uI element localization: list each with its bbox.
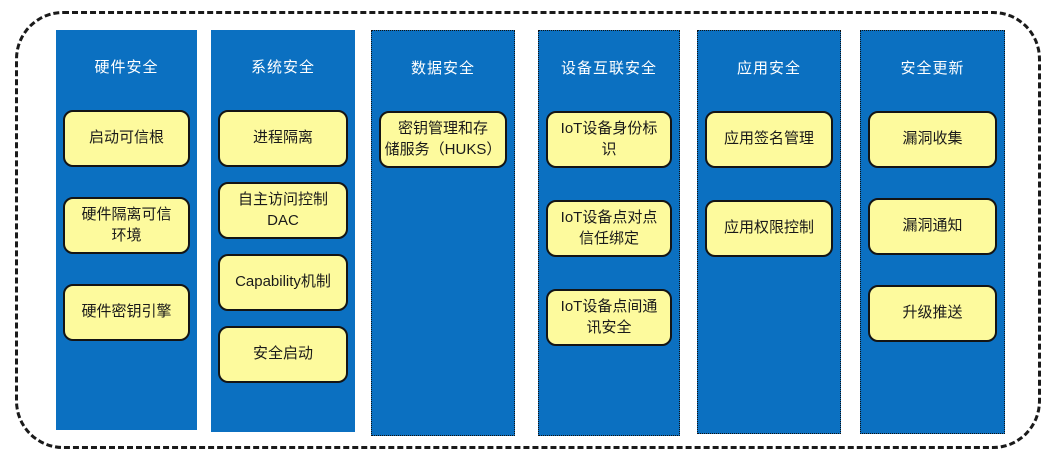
item-box: 自主访问控制 DAC (218, 182, 348, 239)
item-box: 漏洞通知 (868, 198, 997, 255)
item-box: 启动可信根 (63, 110, 190, 167)
item-box: 进程隔离 (218, 110, 348, 167)
outer-dashed-frame (15, 11, 1041, 449)
column-title-hardware-security: 硬件安全 (94, 59, 159, 76)
column-title-application-security: 应用安全 (736, 60, 801, 77)
items-group-application-security: 应用签名管理应用权限控制 (698, 111, 840, 257)
item-box: Capability机制 (218, 254, 348, 311)
item-box: 应用权限控制 (705, 200, 833, 257)
item-box: 升级推送 (868, 285, 997, 342)
column-title-data-security: 数据安全 (410, 60, 475, 77)
column-hardware-security: 硬件安全启动可信根硬件隔离可信 环境硬件密钥引擎 (56, 30, 197, 430)
column-application-security: 应用安全应用签名管理应用权限控制 (697, 30, 841, 434)
items-group-data-security: 密钥管理和存 储服务（HUKS） (372, 111, 514, 168)
column-system-security: 系统安全进程隔离自主访问控制 DAC Capability机制安全启动 (211, 30, 355, 432)
items-group-device-interconnect-security: IoT设备身份标 识 IoT设备点对点 信任绑定 IoT设备点间通 讯安全 (539, 111, 679, 346)
item-box: 安全启动 (218, 326, 348, 383)
column-title-device-interconnect-security: 设备互联安全 (560, 60, 657, 77)
column-data-security: 数据安全密钥管理和存 储服务（HUKS） (371, 30, 515, 436)
item-box: 应用签名管理 (705, 111, 833, 168)
item-box: IoT设备身份标 识 (546, 111, 672, 168)
item-box: 硬件密钥引擎 (63, 284, 190, 341)
item-box: 密钥管理和存 储服务（HUKS） (379, 111, 507, 168)
column-device-interconnect-security: 设备互联安全 IoT设备身份标 识 IoT设备点对点 信任绑定 IoT设备点间通 讯安… (538, 30, 680, 436)
column-title-security-update: 安全更新 (900, 60, 965, 77)
item-box: 漏洞收集 (868, 111, 997, 168)
items-group-hardware-security: 启动可信根硬件隔离可信 环境硬件密钥引擎 (56, 110, 197, 341)
items-group-security-update: 漏洞收集漏洞通知升级推送 (861, 111, 1004, 342)
item-box: 硬件隔离可信 环境 (63, 197, 190, 254)
item-box: IoT设备点间通 讯安全 (546, 289, 672, 346)
items-group-system-security: 进程隔离自主访问控制 DAC Capability机制安全启动 (211, 110, 355, 383)
item-box: IoT设备点对点 信任绑定 (546, 200, 672, 257)
column-security-update: 安全更新漏洞收集漏洞通知升级推送 (860, 30, 1005, 434)
column-title-system-security: 系统安全 (250, 59, 315, 76)
